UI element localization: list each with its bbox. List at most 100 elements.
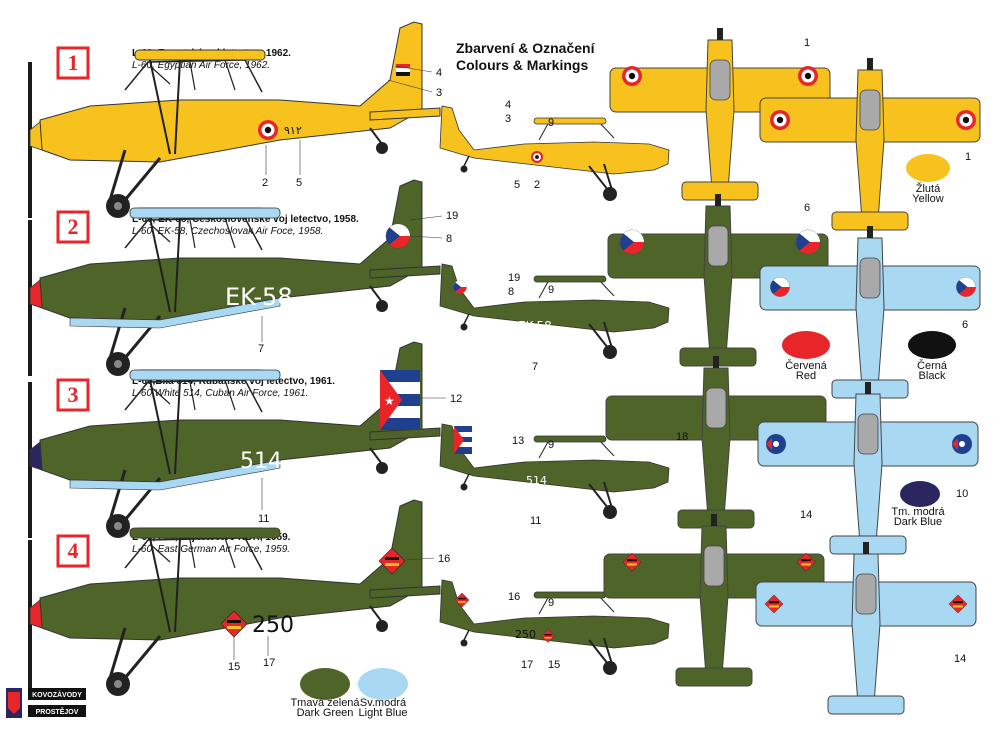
egypt-roundel-icon	[770, 110, 790, 130]
egypt-roundel-icon	[622, 66, 642, 86]
scheme-number-badge: 3	[56, 378, 90, 412]
callout: 14	[954, 653, 966, 665]
svg-text:Dark Blue: Dark Blue	[894, 516, 942, 528]
aircraft-side-view-large	[26, 498, 442, 698]
colour-swatch-light-blue: Sv.modrá Light Blue	[358, 668, 408, 719]
tail-code-small: 514	[526, 474, 547, 487]
callout: 11	[530, 515, 541, 527]
scheme-number: 3	[68, 382, 79, 407]
svg-text:Černá: Černá	[917, 359, 948, 372]
callout: 6	[962, 319, 968, 331]
egypt-roundel-icon	[258, 120, 278, 140]
tail-code: 514	[240, 449, 282, 474]
cuban-roundel-icon	[952, 434, 972, 454]
callout: 9	[548, 117, 554, 129]
callout: 3	[505, 113, 511, 125]
svg-text:Yellow: Yellow	[912, 193, 943, 205]
czech-roundel-icon	[795, 229, 821, 255]
egypt-roundel-icon	[956, 110, 976, 130]
title-english: Colours & Markings	[456, 57, 588, 73]
callout: 19	[508, 272, 520, 284]
scheme-caption-en: L-60, East German Air Force, 1959.	[132, 544, 290, 555]
aircraft-side-view-small	[439, 423, 670, 520]
callout: 13	[512, 435, 524, 447]
cuban-roundel-icon	[766, 434, 786, 454]
svg-text:Žlutá: Žlutá	[916, 182, 941, 195]
tail-code-small: 250	[515, 628, 536, 641]
aircraft-side-view-large	[26, 20, 442, 220]
svg-text:KOVOZÁVODY: KOVOZÁVODY	[32, 690, 82, 699]
svg-text:Tmavá zelená: Tmavá zelená	[290, 697, 360, 709]
scheme-2: 2 L-60, EK-58, Československé voj letect…	[26, 178, 981, 399]
callout: 6	[804, 202, 810, 214]
scheme-number: 1	[68, 50, 79, 75]
callout: 8	[508, 286, 514, 298]
czech-roundel-icon	[619, 229, 645, 255]
svg-text:Black: Black	[919, 370, 946, 382]
callout: 2	[262, 177, 268, 189]
callout: 1	[804, 37, 810, 49]
callout: 17	[521, 659, 533, 671]
title-czech: Zbarvení & Označení	[456, 40, 596, 56]
czech-roundel-icon	[769, 276, 790, 298]
callout: 14	[800, 509, 812, 521]
tail-code: EK-58	[225, 283, 293, 311]
svg-text:Light Blue: Light Blue	[359, 707, 408, 719]
czech-roundel-icon	[385, 223, 411, 249]
scheme-3: 3 L-60,Bilá 514, Kubánské voj letectvo, …	[26, 340, 979, 555]
scheme-number-badge: 4	[56, 534, 90, 568]
callout: 9	[548, 439, 554, 451]
scheme-caption-cs: L-60,Bilá 514, Kubánské voj letectvo, 19…	[132, 376, 335, 387]
scheme-4: 4 L-60, 250, voj letectvo NDR, 1959. L-6…	[26, 498, 977, 719]
callout: 18	[676, 431, 688, 443]
svg-text:Dark Green: Dark Green	[297, 707, 354, 719]
colour-swatch-dark-blue: Tm. modrá Dark Blue	[891, 481, 945, 528]
callout: 12	[450, 393, 462, 405]
scheme-number: 2	[68, 214, 79, 239]
callout: 11	[258, 513, 269, 525]
callout: 17	[263, 657, 275, 669]
colour-swatch-dark-green: Tmavá zelená Dark Green	[290, 668, 360, 719]
scheme-number-badge: 2	[56, 210, 90, 244]
aircraft-side-view-small	[439, 105, 670, 202]
svg-text:Sv.modrá: Sv.modrá	[360, 697, 407, 709]
colour-swatch-red: Červená Red	[782, 331, 830, 382]
callout: 4	[505, 99, 511, 111]
scheme-number-badge: 1	[56, 46, 90, 80]
scheme-caption-en: L-60, Egyptian Air Force, 1962.	[132, 60, 270, 71]
callout: 10	[956, 488, 968, 500]
egypt-roundel-icon	[798, 66, 818, 86]
svg-text:PROSTĚJOV: PROSTĚJOV	[36, 707, 79, 716]
tail-code-small: EK-58	[518, 319, 552, 333]
callout: 3	[436, 87, 442, 99]
callout: 1	[965, 151, 971, 163]
callout: 16	[508, 591, 520, 603]
svg-text:Červená: Červená	[785, 359, 827, 372]
callout: 8	[446, 233, 452, 245]
callout: 5	[514, 179, 520, 191]
egypt-roundel-icon	[531, 151, 543, 163]
colour-swatch-black: Černá Black	[908, 331, 956, 382]
callout: 4	[436, 67, 442, 79]
callout: 15	[228, 661, 240, 673]
callout: 2	[534, 179, 540, 191]
scheme-number: 4	[68, 538, 79, 563]
callout: 19	[446, 210, 458, 222]
aircraft-side-view-large	[26, 178, 442, 378]
scheme-caption-en: L-60,White 514, Cuban Air Force, 1961.	[132, 388, 308, 399]
callout: 9	[548, 597, 554, 609]
kovozavody-prostejov-logo: KOVOZÁVODY PROSTĚJOV	[6, 688, 86, 718]
callout: 7	[258, 343, 264, 355]
scheme-1: 1 L-60, Egyptské voj letectvo, 1962. L-6…	[26, 20, 981, 231]
callout: 9	[548, 284, 554, 296]
tail-code: 250	[252, 613, 294, 638]
callout: 16	[438, 553, 450, 565]
svg-text:Red: Red	[796, 370, 816, 382]
svg-text:Tm. modrá: Tm. modrá	[891, 506, 945, 518]
callout: 15	[548, 659, 560, 671]
aircraft-side-view-large: ★	[26, 340, 442, 540]
svg-text:٩١٢: ٩١٢	[284, 125, 302, 137]
scheme-caption-en: L-60, EK-58, Czechoslovak Air Foce, 1958…	[132, 226, 323, 237]
czech-roundel-icon	[955, 276, 976, 298]
